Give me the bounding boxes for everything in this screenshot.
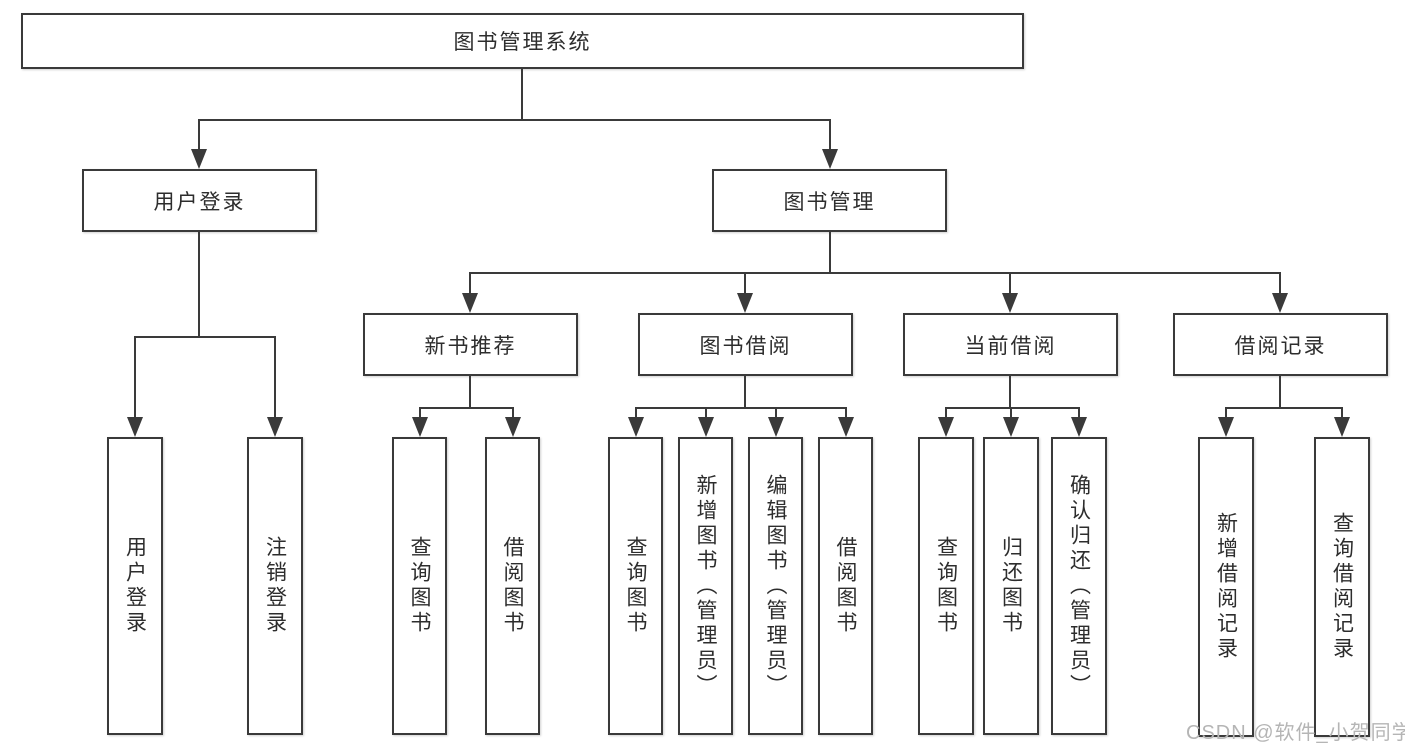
arrowhead-down-icon [462,293,478,313]
leaf-label: 归还图书 [999,536,1023,636]
arrowhead-down-icon [1071,417,1087,437]
leaf-label: 新增借阅记录 [1214,512,1238,662]
node-current-borrowing: 当前借阅 [903,313,1118,376]
arrowhead-down-icon [822,149,838,169]
connector-stem-level3 [469,272,471,297]
node-leaf-add-borrow-record: 新增借阅记录 [1198,437,1254,737]
leaf-label: 查询图书 [934,536,958,636]
connector-group-bar [420,407,514,409]
arrowhead-down-icon [698,417,714,437]
leaf-label: 确认归还（管理员） [1067,473,1091,699]
node-book-management-label: 图书管理 [783,190,876,214]
node-book-borrowing-label: 图书借阅 [699,334,792,358]
arrowhead-down-icon [1334,417,1350,437]
connector-group-bar [946,407,1080,409]
connector-stem-level3 [1009,272,1011,297]
arrowhead-down-icon [628,417,644,437]
arrowhead-down-icon [737,293,753,313]
node-user-login-label: 用户登录 [153,190,246,214]
node-leaf-confirm-return-admin: 确认归还（管理员） [1051,437,1107,735]
node-new-book-recommend: 新书推荐 [363,313,578,376]
connector-stem-leaf [1225,407,1227,421]
arrowhead-down-icon [267,417,283,437]
connector-stem-leaf [419,407,421,421]
arrowhead-down-icon [191,149,207,169]
leaf-label: 新增图书（管理员） [694,473,717,699]
connector-root-stub [521,69,523,121]
node-leaf-query-books-borrowing: 查询图书 [608,437,663,735]
node-leaf-borrow-books: 借阅图书 [818,437,873,735]
connector-stem-leaf [945,407,947,421]
node-current-borrowing-label: 当前借阅 [964,334,1057,358]
node-leaf-query-books-recommend: 查询图书 [392,437,447,735]
connector-group-bar [1226,407,1343,409]
node-leaf-user-login: 用户登录 [107,437,163,735]
node-leaf-return-books: 归还图书 [983,437,1039,735]
arrowhead-down-icon [505,417,521,437]
arrowhead-down-icon [938,417,954,437]
connector-stem-leaf [845,407,847,421]
arrowhead-down-icon [127,417,143,437]
connector-stem-user-login [198,119,200,153]
node-leaf-logout: 注销登录 [247,437,303,735]
connector-user-login-bar [134,336,276,338]
connector-level3-bar [470,272,1281,274]
node-root-label: 图书管理系统 [453,31,592,54]
connector-group-bar [636,407,847,409]
leaf-label: 查询图书 [408,536,431,636]
connector-level2-bar [199,119,831,121]
connector-stem-leaf [134,336,136,421]
node-root: 图书管理系统 [21,13,1024,69]
node-borrowing-records: 借阅记录 [1173,313,1388,376]
connector-group-stub [744,376,746,409]
arrowhead-down-icon [1002,293,1018,313]
leaf-label: 用户登录 [123,536,147,636]
node-leaf-add-books-admin: 新增图书（管理员） [678,437,733,735]
leaf-label: 查询借阅记录 [1330,512,1354,662]
connector-stem-leaf [635,407,637,421]
leaf-label: 借阅图书 [834,536,857,636]
connector-stem-leaf [1341,407,1343,421]
leaf-label: 借阅图书 [501,536,524,636]
connector-stem-leaf [274,336,276,421]
connector-stem-leaf [775,407,777,421]
leaf-label: 注销登录 [263,536,287,636]
node-new-book-recommend-label: 新书推荐 [424,334,517,358]
node-book-borrowing: 图书借阅 [638,313,853,376]
connector-stem-leaf [512,407,514,421]
node-leaf-query-borrow-record: 查询借阅记录 [1314,437,1370,737]
node-leaf-borrow-books-recommend: 借阅图书 [485,437,540,735]
node-leaf-edit-books-admin: 编辑图书（管理员） [748,437,803,735]
node-user-login: 用户登录 [82,169,317,232]
arrowhead-down-icon [1218,417,1234,437]
connector-stem-leaf [705,407,707,421]
arrowhead-down-icon [838,417,854,437]
connector-stem-level3 [744,272,746,297]
leaf-label: 编辑图书（管理员） [764,473,787,699]
connector-stem-leaf [1010,407,1012,421]
connector-stem-leaf [1078,407,1080,421]
connector-book-management-stub [829,232,831,274]
node-borrowing-records-label: 借阅记录 [1234,334,1327,358]
leaf-label: 查询图书 [624,536,647,636]
arrowhead-down-icon [412,417,428,437]
watermark: CSDN @软件_小贺同学 [1186,722,1405,744]
arrowhead-down-icon [1003,417,1019,437]
node-leaf-query-books-current: 查询图书 [918,437,974,735]
arrowhead-down-icon [1272,293,1288,313]
connector-group-stub [1009,376,1011,409]
connector-user-login-stub [198,232,200,338]
connector-stem-level3 [1279,272,1281,297]
connector-stem-book-management [829,119,831,153]
connector-group-stub [1279,376,1281,409]
arrowhead-down-icon [768,417,784,437]
connector-group-stub [469,376,471,409]
node-book-management: 图书管理 [712,169,947,232]
